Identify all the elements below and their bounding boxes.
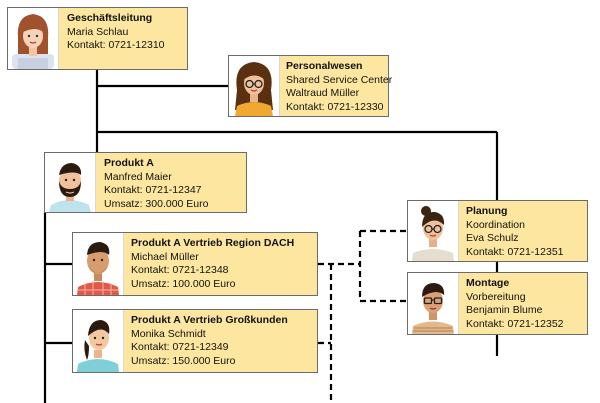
bearded-man-avatar-icon (49, 163, 91, 212)
node-produkt-a[interactable]: Produkt A Manfred Maier Kontakt: 0721-12… (44, 152, 247, 213)
node-line: Shared Service Center (286, 73, 393, 86)
node-line: Manfred Maier (104, 170, 172, 183)
node-line: Kontakt: 0721-12348 (131, 264, 229, 276)
node-line: Michael Müller (131, 250, 199, 263)
node-vertrieb-dach[interactable]: Produkt A Vertrieb Region DACH Michael M… (72, 232, 318, 296)
node-title: Montage (466, 277, 510, 289)
man-glasses-striped-avatar-icon (412, 283, 454, 334)
node-line: Umsatz: 150.000 Euro (131, 354, 236, 367)
node-line: Kontakt: 0721-12349 (131, 341, 229, 353)
node-planung[interactable]: Planung Koordination Eva Schulz Kontakt:… (407, 200, 588, 262)
avatar (408, 201, 459, 261)
avatar (73, 233, 124, 295)
node-line: Benjamin Blume (466, 304, 543, 316)
node-line: Kontakt: 0721-12351 (466, 245, 564, 258)
node-personalwesen[interactable]: Personalwesen Shared Service Center Walt… (228, 55, 392, 117)
avatar (73, 310, 124, 372)
node-title: Produkt A (104, 157, 154, 169)
node-text: Produkt A Vertrieb Großkunden Monika Sch… (131, 314, 288, 368)
woman-glasses-bun-avatar-icon (412, 206, 454, 261)
avatar (408, 273, 459, 334)
man-checkered-shirt-avatar-icon (77, 242, 119, 295)
node-line: Kontakt: 0721-12347 (104, 184, 202, 196)
woman-avatar-icon (12, 14, 54, 69)
node-title: Planung (466, 205, 508, 217)
node-text: Personalwesen Shared Service Center Walt… (286, 60, 392, 114)
node-line: Maria Schlau (67, 25, 129, 38)
woman-glasses-avatar-icon (235, 62, 273, 116)
node-line: Eva Schulz (466, 232, 519, 244)
avatar (8, 8, 59, 69)
node-title: Personalwesen (286, 60, 363, 72)
node-text: Planung Koordination Eva Schulz Kontakt:… (466, 205, 564, 259)
node-line: Umsatz: 100.000 Euro (131, 277, 236, 290)
node-text: Produkt A Vertrieb Region DACH Michael M… (131, 237, 294, 291)
avatar (45, 153, 96, 212)
woman-ponytail-avatar-icon (77, 320, 119, 372)
node-line: Umsatz: 300.000 Euro (104, 197, 209, 210)
node-vertrieb-grosskunden[interactable]: Produkt A Vertrieb Großkunden Monika Sch… (72, 309, 318, 373)
node-line: Waltraud Müller (286, 87, 360, 99)
node-line: Kontakt: 0721-12330 (286, 100, 384, 113)
node-text: Geschäftsleitung Maria Schlau Kontakt: 0… (67, 12, 165, 53)
node-line: Kontakt: 0721-12352 (466, 317, 564, 330)
node-montage[interactable]: Montage Vorbereitung Benjamin Blume Kont… (407, 272, 588, 335)
node-line: Vorbereitung (466, 290, 526, 303)
node-title: Geschäftsleitung (67, 12, 153, 24)
node-text: Produkt A Manfred Maier Kontakt: 0721-12… (104, 157, 208, 211)
node-title: Produkt A Vertrieb Region DACH (131, 237, 295, 249)
node-line: Monika Schmidt (131, 327, 206, 340)
node-title: Produkt A Vertrieb Großkunden (131, 314, 288, 326)
node-geschaeftsleitung[interactable]: Geschäftsleitung Maria Schlau Kontakt: 0… (7, 7, 188, 70)
node-line: Kontakt: 0721-12310 (67, 39, 165, 51)
avatar (229, 56, 280, 116)
node-line: Koordination (466, 218, 525, 231)
node-text: Montage Vorbereitung Benjamin Blume Kont… (466, 277, 564, 331)
